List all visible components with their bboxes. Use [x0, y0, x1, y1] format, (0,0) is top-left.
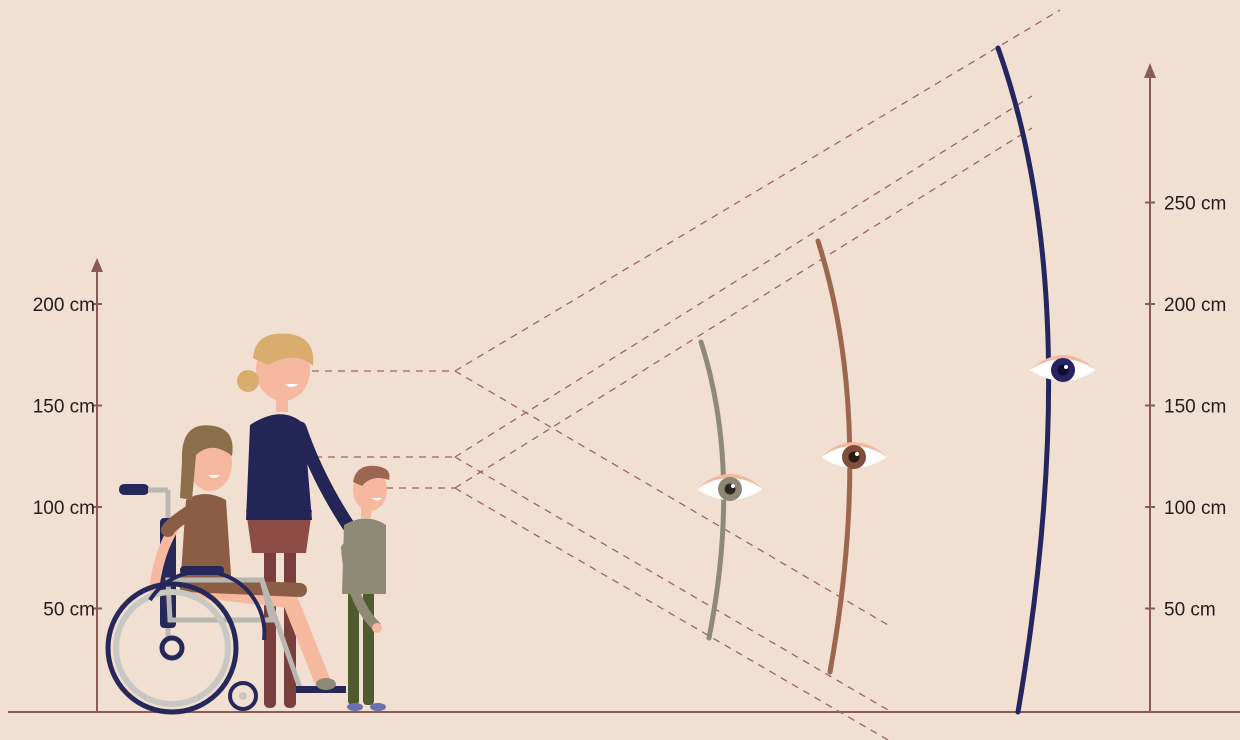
sightlines	[250, 9, 1061, 740]
sightline-adult-upper	[454, 9, 1061, 372]
sightline-wheelchair-lower	[454, 456, 889, 711]
right-height-axis: 50 cm 100 cm 150 cm 200 cm 250 cm	[1144, 63, 1226, 712]
axis-tick-label: 250 cm	[1164, 194, 1226, 215]
right-axis-arrow-icon	[1144, 63, 1156, 78]
wheelchair-user-icon	[105, 425, 346, 715]
axis-tick-label: 200 cm	[1164, 295, 1226, 316]
sightline-wheelchair-upper	[454, 95, 1033, 458]
left-axis-arrow-icon	[91, 258, 103, 272]
left-height-axis: 50 cm 100 cm 150 cm 200 cm	[33, 258, 103, 712]
standing-child-icon	[341, 465, 390, 711]
eye-icon	[1030, 355, 1096, 382]
eye-icon	[697, 474, 763, 501]
standing-adult-icon	[237, 333, 357, 708]
sightline-adult-lower	[454, 370, 889, 626]
axis-tick-label: 50 cm	[1164, 600, 1216, 621]
axis-tick-label: 150 cm	[1164, 397, 1226, 418]
sightline-child-lower	[454, 487, 889, 740]
axis-tick-label: 50 cm	[43, 600, 95, 621]
sightline-child-upper	[454, 127, 1033, 489]
vision-arc-child	[815, 238, 853, 675]
eye-icon	[821, 442, 887, 469]
vision-arc-adult	[995, 45, 1052, 715]
axis-tick-label: 150 cm	[33, 397, 95, 418]
axis-tick-label: 200 cm	[33, 295, 95, 316]
axis-tick-label: 100 cm	[33, 498, 95, 519]
axis-tick-label: 100 cm	[1164, 498, 1226, 519]
